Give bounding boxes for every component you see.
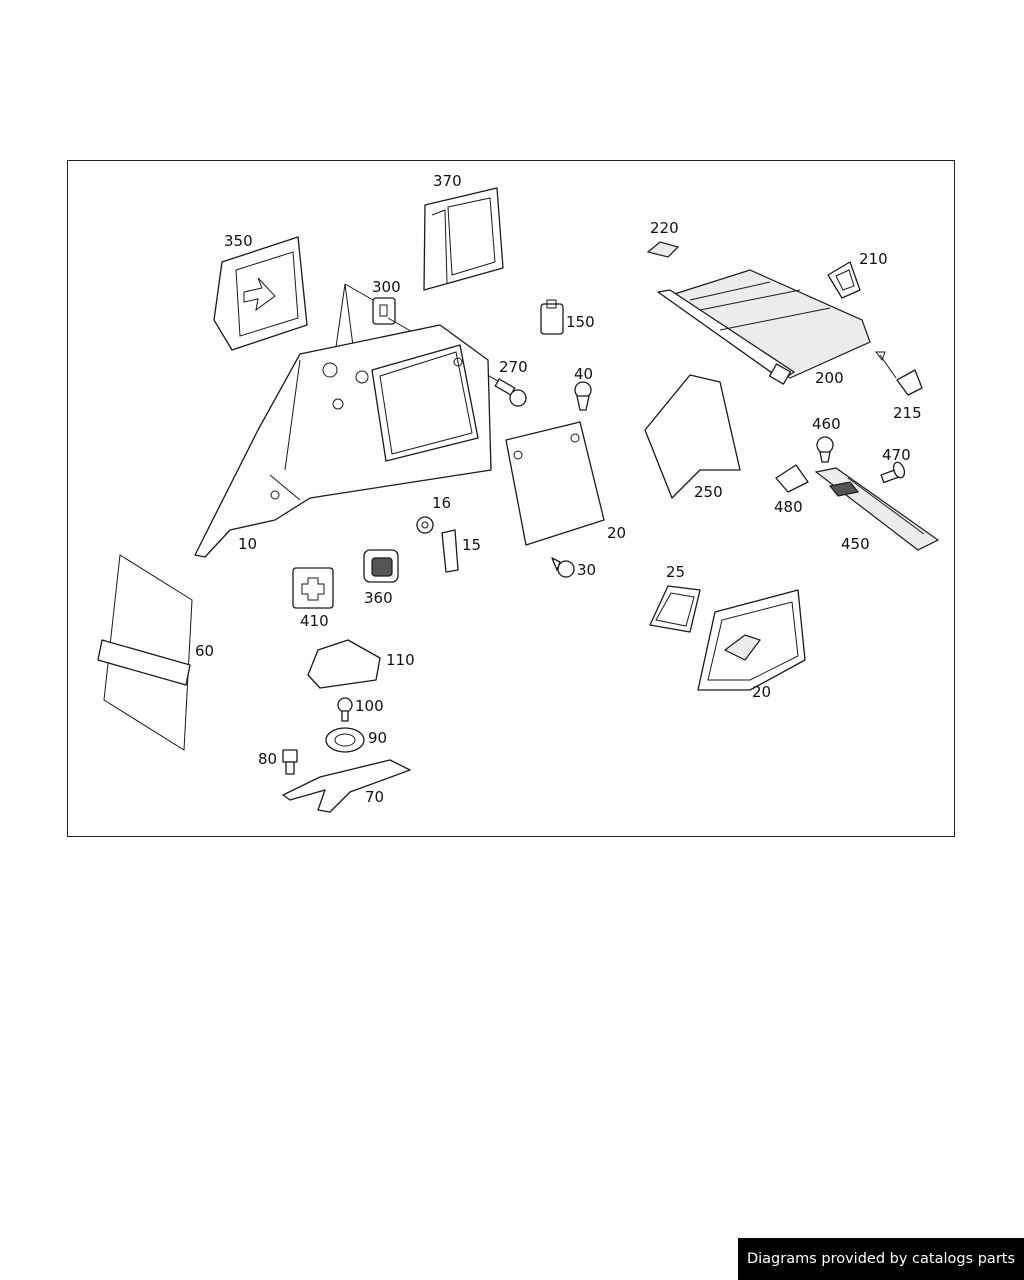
part-90-ring (325, 727, 365, 753)
part-150-clip (540, 299, 564, 335)
callout-70: 70 (365, 788, 384, 806)
callout-250: 250 (694, 483, 723, 501)
callout-16: 16 (432, 494, 451, 512)
callout-270: 270 (499, 358, 528, 376)
part-16-washer (416, 516, 434, 534)
part-40-push-clip (574, 381, 592, 411)
callout-215: 215 (893, 404, 922, 422)
part-210-handle (827, 261, 861, 299)
callout-30: 30 (577, 561, 596, 579)
callout-480: 480 (774, 498, 803, 516)
part-80-bolt (282, 749, 298, 775)
callout-210: 210 (859, 250, 888, 268)
part-200-cargo-cover (657, 269, 871, 385)
callout-90: 90 (368, 729, 387, 747)
callout-450: 450 (841, 535, 870, 553)
part-410-first-aid (292, 567, 334, 609)
part-370-trim-panel (423, 187, 504, 291)
part-20-lower-panel (697, 589, 806, 691)
part-215-fastener (875, 351, 923, 396)
part-20-center-panel (505, 421, 605, 546)
callout-350: 350 (224, 232, 253, 250)
callout-300: 300 (372, 278, 401, 296)
part-100-stud (337, 697, 353, 722)
part-70-bracket-arm (282, 759, 411, 813)
callout-360: 360 (364, 589, 393, 607)
callout-20-lower: 20 (752, 683, 771, 701)
part-60-net (97, 554, 193, 751)
part-470-screw (880, 461, 906, 484)
callout-410: 410 (300, 612, 329, 630)
callout-40: 40 (574, 365, 593, 383)
callout-470: 470 (882, 446, 911, 464)
callout-370: 370 (433, 172, 462, 190)
callout-220: 220 (650, 219, 679, 237)
callout-200: 200 (815, 369, 844, 387)
part-350-trim-panel (213, 236, 308, 351)
callout-25: 25 (666, 563, 685, 581)
callout-80: 80 (258, 750, 277, 768)
callout-460: 460 (812, 415, 841, 433)
part-15-hook (441, 529, 459, 573)
part-450-sill-trim (814, 467, 940, 551)
part-250-liner (644, 374, 741, 499)
callout-10: 10 (238, 535, 257, 553)
part-110-cap (307, 639, 381, 689)
callout-20: 20 (607, 524, 626, 542)
parts-diagram-frame (67, 160, 955, 837)
callout-60: 60 (195, 642, 214, 660)
part-270-bolt (494, 378, 527, 407)
callout-15: 15 (462, 536, 481, 554)
part-360-power-socket (363, 549, 399, 583)
part-480-bracket (775, 464, 809, 493)
parts-diagram: 370 350 300 270 150 40 220 210 200 215 1… (97, 172, 940, 813)
callout-100: 100 (355, 697, 384, 715)
part-10-side-wall-trim (194, 324, 492, 558)
credit-banner: Diagrams provided by catalogs parts (738, 1238, 1024, 1280)
callout-labels: 370 350 300 270 150 40 220 210 200 215 1… (195, 172, 922, 806)
callout-150: 150 (566, 313, 595, 331)
credit-text: Diagrams provided by catalogs parts (746, 1251, 1016, 1267)
part-25-grille (649, 585, 701, 633)
part-220-pad (646, 241, 680, 258)
part-30-push-clip (551, 557, 575, 578)
callout-110: 110 (386, 651, 415, 669)
part-460-clip (816, 436, 834, 463)
